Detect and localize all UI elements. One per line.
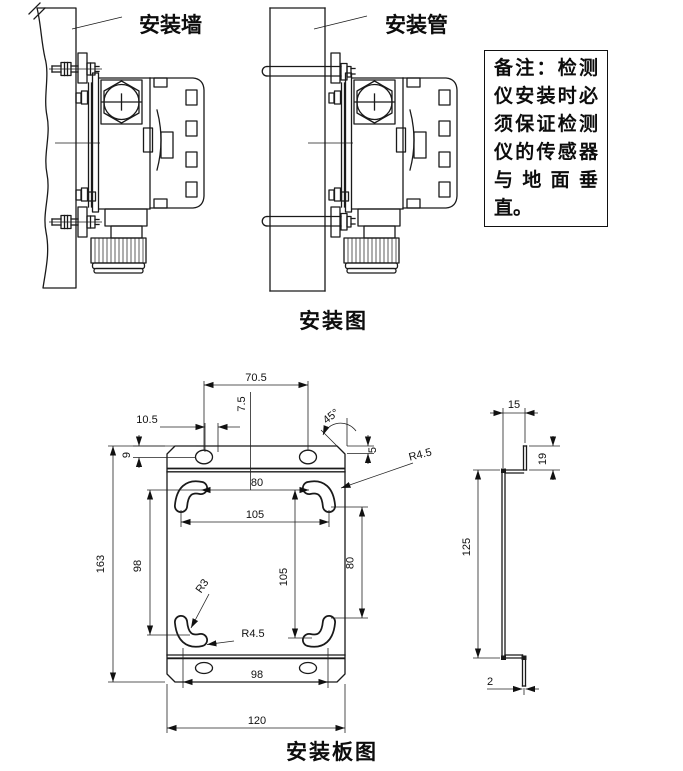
pipe-clamp-bottom <box>261 212 356 231</box>
dim-slot-radius-bottom: R4.5 <box>241 628 264 640</box>
dim-top-span: 70.5 <box>245 372 266 384</box>
plate-side-view: 15 19 125 2 <box>461 399 560 695</box>
dim-slot-outer-span: 105 <box>246 509 264 521</box>
dim-thickness: 2 <box>487 676 493 688</box>
plate-hole-bottom-left <box>194 661 214 675</box>
plate-hole-top-left <box>194 449 214 465</box>
dim-flange-height: 19 <box>537 453 549 465</box>
note-line: 须保证检测 <box>494 114 598 135</box>
plate-front-view: 70.5 7.5 10.5 9 5 45° R4.5 80 105 163 98… <box>95 372 433 733</box>
dim-chamfer-depth: 5 <box>367 447 379 453</box>
dim-slot-inner-span: 80 <box>251 477 263 489</box>
plate-slots <box>174 480 336 648</box>
dim-hole-offset: 10.5 <box>136 414 157 426</box>
wall-bolt-top <box>49 61 102 77</box>
wall-section <box>36 7 77 289</box>
dim-slot-vspan-mid: 105 <box>278 568 290 586</box>
installation-diagram-caption: 安装图 <box>299 309 368 333</box>
dim-top-edge: 9 <box>121 452 133 458</box>
note-line: 与地面垂 <box>494 170 598 191</box>
note-line: 仪的传感器 <box>494 142 598 163</box>
wall-bolt-bottom <box>49 214 102 230</box>
plate-outline <box>166 445 346 683</box>
plate-hole-bottom-right <box>298 661 318 675</box>
mounting-plate-caption: 安装板图 <box>286 740 378 764</box>
dim-overall-width: 120 <box>248 715 266 727</box>
pipe-clamp-top <box>261 62 356 81</box>
pipe-mount-view <box>261 7 458 292</box>
dim-slot-vspan-left: 98 <box>132 560 144 572</box>
note-box: 备注：检测 仪安装时必 须保证检测 仪的传感器 与地面垂 直。 <box>484 50 608 227</box>
plate-hole-top-right <box>298 449 318 465</box>
dim-slot-radius-top: R4.5 <box>408 446 433 463</box>
wall-mount-view <box>28 2 205 289</box>
dim-bottom-span: 98 <box>251 669 263 681</box>
dim-slot-vspan-right: 80 <box>345 557 357 569</box>
dim-slot-radius-inner: R3 <box>194 577 212 595</box>
pipe-leader-line <box>313 15 368 30</box>
pipe-label: 安装管 <box>385 13 448 37</box>
dim-flange-width: 15 <box>508 399 520 411</box>
wall-label: 安装墙 <box>139 13 202 37</box>
dim-web-height: 125 <box>461 538 473 556</box>
dim-center-offset: 7.5 <box>236 396 248 411</box>
side-profile <box>501 445 528 687</box>
side-extension-lines <box>473 408 560 695</box>
plate-dimension-lines <box>109 381 414 732</box>
plate-extension-lines <box>108 381 374 733</box>
note-line: 备注：检测 <box>494 58 598 79</box>
wall-leader-line <box>71 16 123 30</box>
dim-overall-height: 163 <box>95 555 107 573</box>
note-line: 仪安装时必 <box>494 86 598 107</box>
side-dimension-lines <box>474 409 557 693</box>
note-line: 直。 <box>494 198 533 219</box>
